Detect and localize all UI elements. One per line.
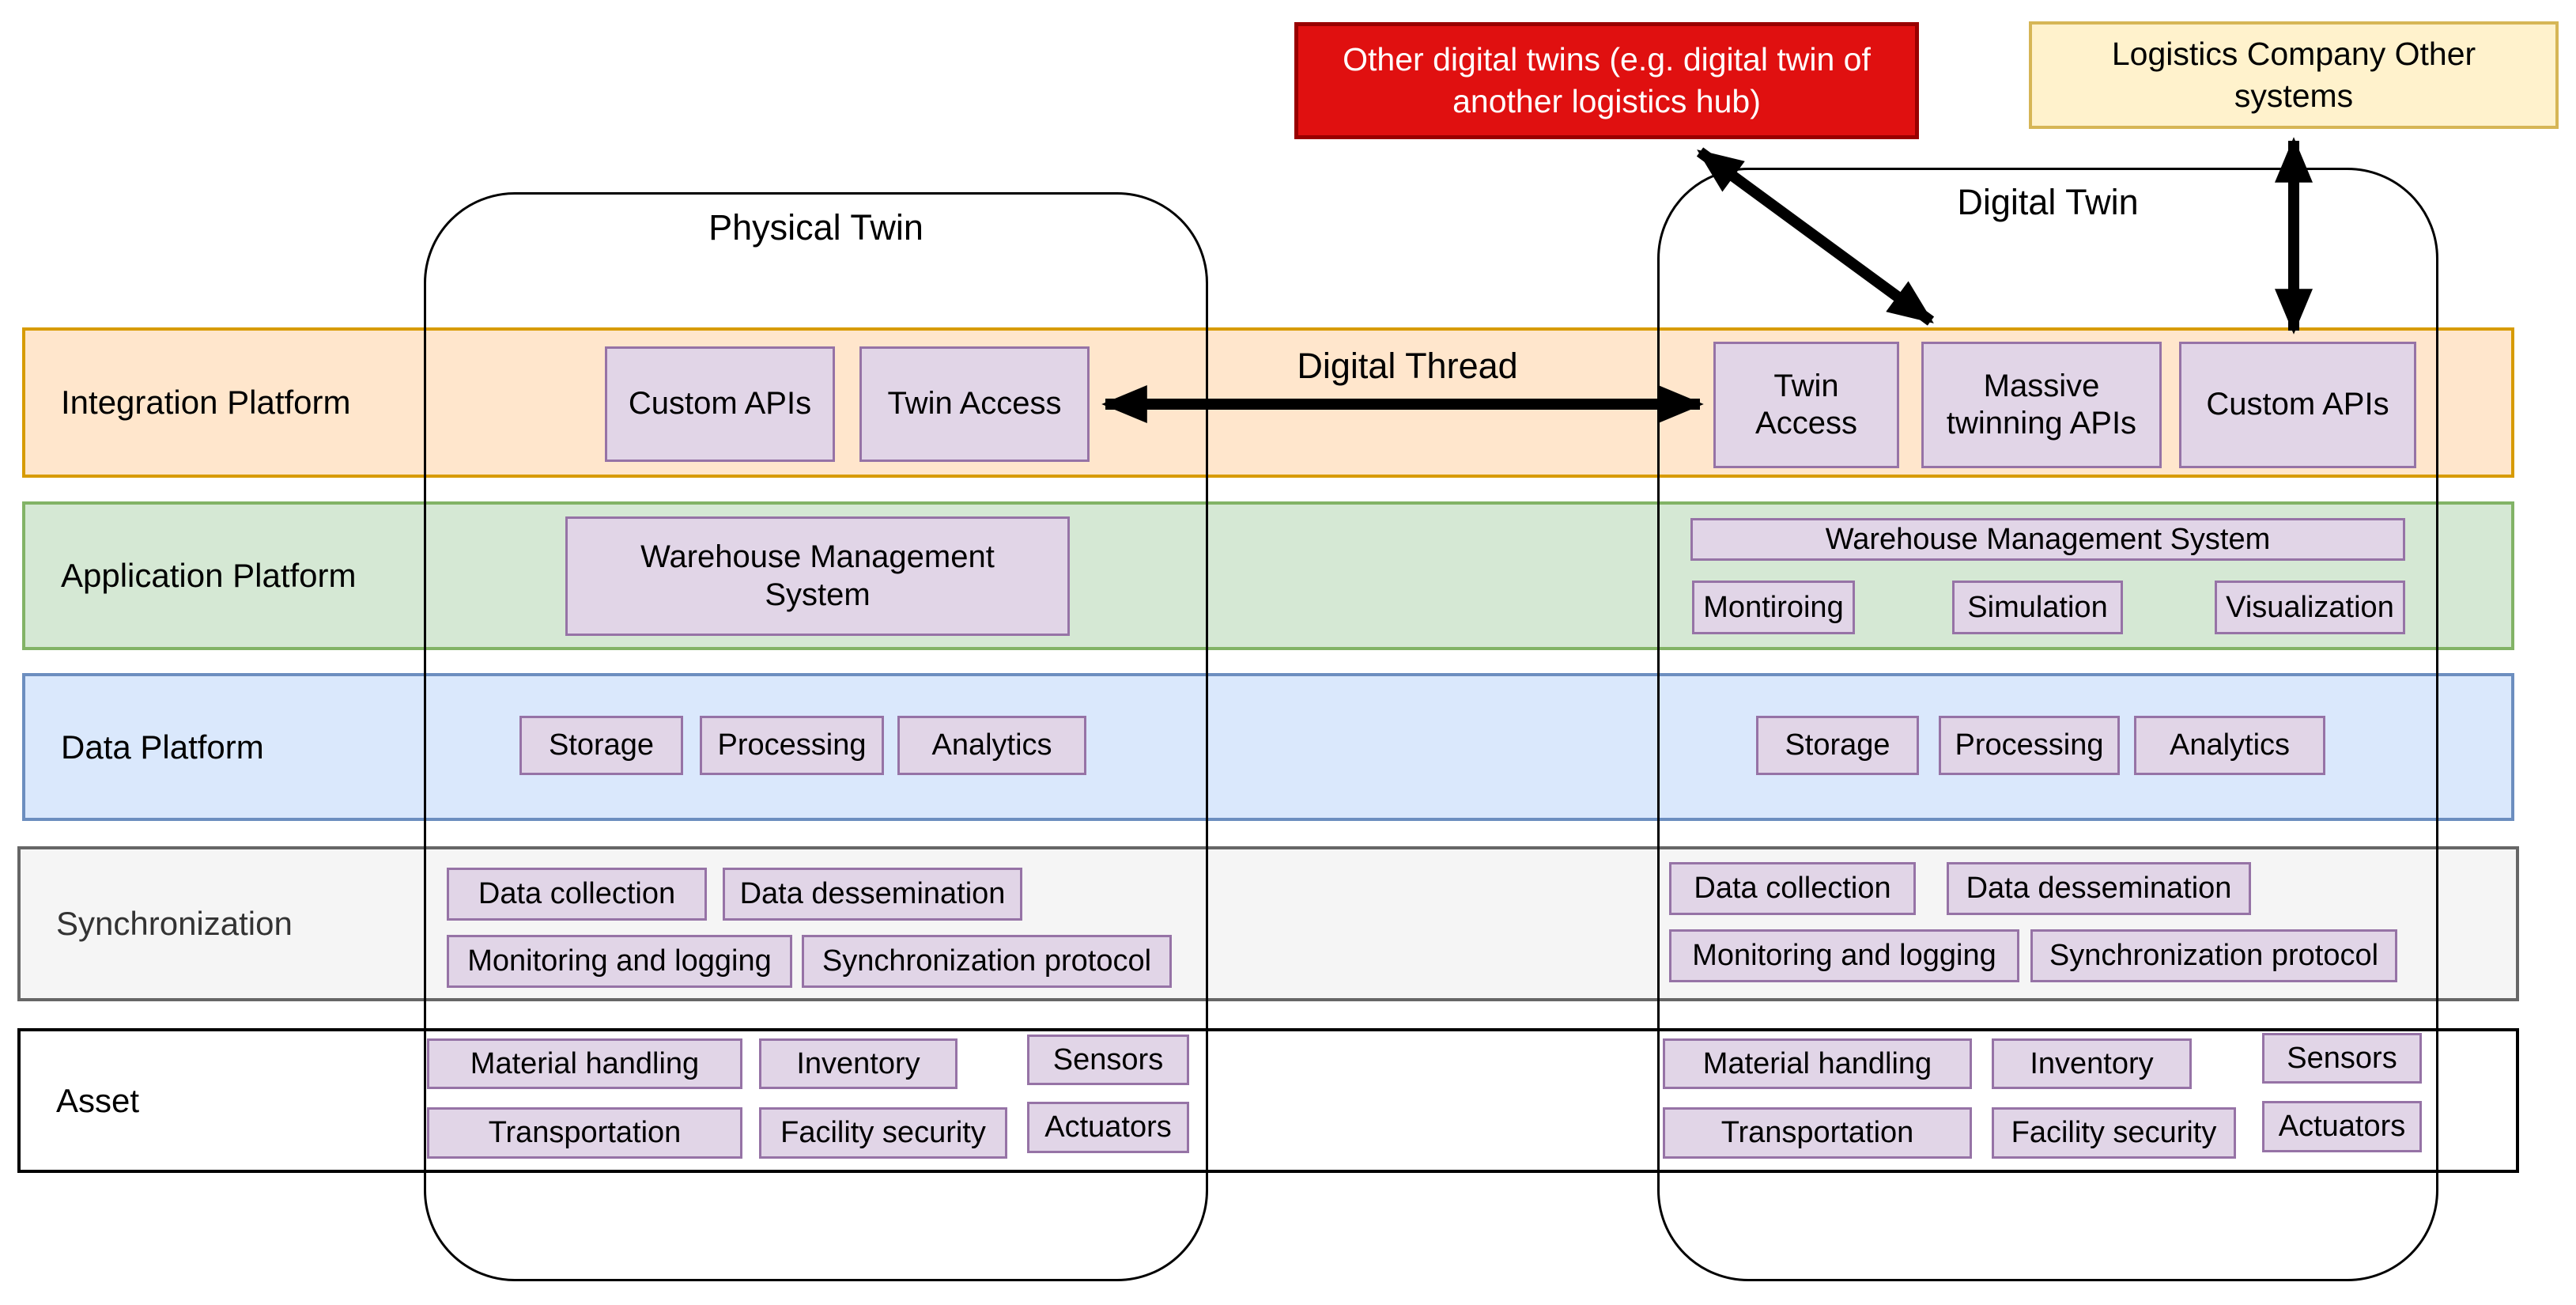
pt-analytics-box: Analytics (897, 716, 1086, 775)
synchronization-label: Synchronization (56, 905, 293, 942)
dt-sensors-box: Sensors (2262, 1033, 2422, 1084)
application-platform-label: Application Platform (61, 557, 357, 594)
pt-inventory-box: Inventory (759, 1038, 958, 1089)
dt-data-dessemination-box: Data dessemination (1947, 862, 2251, 915)
dt-transportation-box: Transportation (1663, 1107, 1972, 1159)
dt-data-collection-box: Data collection (1669, 862, 1916, 915)
dt-material-handling-box: Material handling (1663, 1038, 1972, 1089)
pt-custom-apis-box: Custom APIs (605, 346, 835, 462)
pt-sensors-box: Sensors (1027, 1035, 1189, 1085)
dt-actuators-box: Actuators (2262, 1101, 2422, 1152)
pt-data-dessemination-box: Data dessemination (723, 868, 1022, 921)
dt-visualization-box: Visualization (2215, 581, 2405, 634)
pt-transportation-box: Transportation (427, 1107, 742, 1159)
dt-facility-security-box: Facility security (1992, 1107, 2236, 1159)
dt-sync-protocol-box: Synchronization protocol (2030, 929, 2397, 982)
dt-twin-access-box: Twin Access (1713, 342, 1899, 468)
dt-simulation-box: Simulation (1952, 581, 2123, 634)
dt-custom-apis-box: Custom APIs (2179, 342, 2416, 468)
dt-storage-box: Storage (1756, 716, 1919, 775)
digital-twin-title: Digital Twin (1957, 182, 2139, 222)
logistics-company-box: Logistics Company Other systems (2029, 21, 2559, 129)
data-platform-label: Data Platform (61, 728, 264, 766)
digital-twin-container (1657, 168, 2438, 1281)
physical-twin-container (424, 192, 1208, 1281)
dt-monitoring-logging-box: Monitoring and logging (1669, 929, 2019, 982)
asset-label: Asset (56, 1081, 140, 1119)
physical-twin-title: Physical Twin (708, 207, 924, 248)
pt-storage-box: Storage (519, 716, 683, 775)
dt-analytics-box: Analytics (2134, 716, 2325, 775)
dt-inventory-box: Inventory (1992, 1038, 2192, 1089)
integration-platform-label: Integration Platform (61, 384, 351, 421)
pt-facility-security-box: Facility security (759, 1107, 1007, 1159)
data-platform-band: Data Platform (22, 673, 2514, 821)
pt-monitoring-logging-box: Monitoring and logging (447, 935, 792, 988)
pt-data-collection-box: Data collection (447, 868, 707, 921)
pt-sync-protocol-box: Synchronization protocol (802, 935, 1172, 988)
dt-massive-twinning-box: Massive twinning APIs (1921, 342, 2162, 468)
dt-processing-box: Processing (1939, 716, 2120, 775)
pt-material-handling-box: Material handling (427, 1038, 742, 1089)
other-digital-twins-box: Other digital twins (e.g. digital twin o… (1294, 22, 1919, 139)
pt-wms-box: Warehouse Management System (565, 516, 1070, 636)
pt-twin-access-box: Twin Access (859, 346, 1090, 462)
dt-monitoring-box: Montiroing (1692, 581, 1855, 634)
pt-processing-box: Processing (700, 716, 884, 775)
dt-wms-box: Warehouse Management System (1690, 518, 2405, 561)
digital-thread-label: Digital Thread (1297, 346, 1518, 386)
pt-actuators-box: Actuators (1027, 1102, 1189, 1153)
